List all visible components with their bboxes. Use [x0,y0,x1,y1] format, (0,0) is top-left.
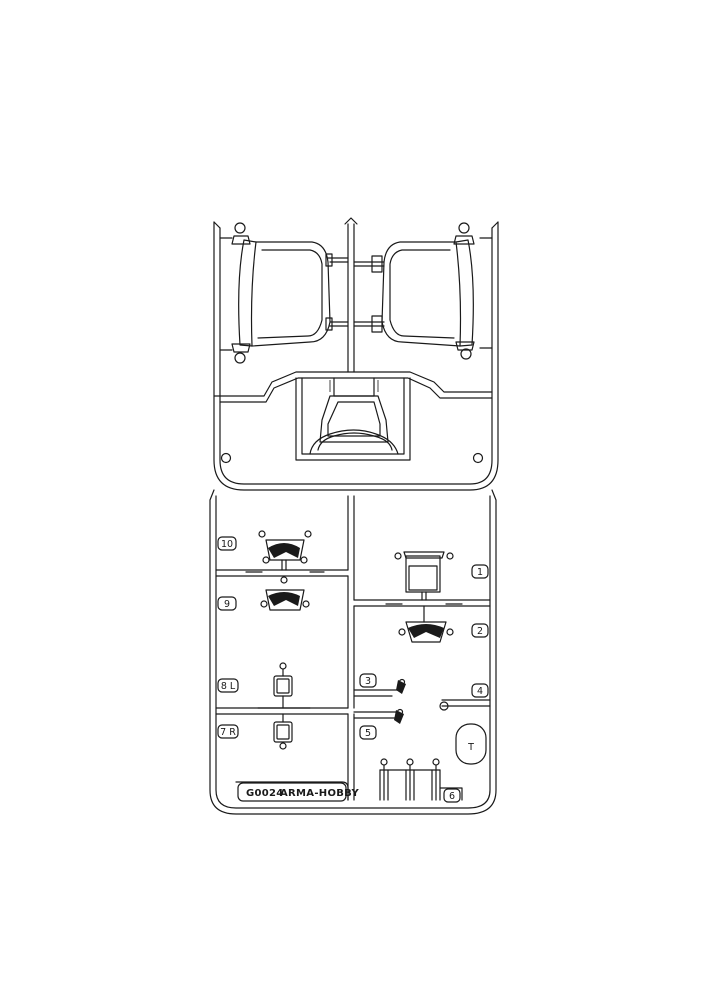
label-5: 5 [359,725,377,740]
gate-t-marker: T [455,723,487,765]
part-2-seat-back [385,603,463,643]
part-9-seat-back [260,576,310,611]
svg-text:3: 3 [365,676,371,687]
svg-text:5: 5 [365,728,371,739]
gate-letter: T [467,742,474,753]
part-1-seat-box [394,551,454,601]
part-number-labels: 10 9 8 L 7 R 1 2 3 4 [217,536,489,803]
part-6-pins [379,758,441,801]
label-2: 2 [471,623,489,638]
svg-text:2: 2 [477,626,483,637]
seat-frame-right [353,222,493,360]
part-7-right-bracket [273,713,293,750]
label-6: 6 [443,788,461,803]
svg-text:10: 10 [221,539,233,550]
svg-text:1: 1 [477,567,483,578]
center-seat-tub [213,371,493,464]
svg-text:4: 4 [477,686,483,697]
sprue-brand: ARMA-HOBBY [280,788,360,799]
label-10: 10 [217,536,237,551]
sprue-frame [209,217,499,815]
part-5-lever [394,708,404,724]
svg-text:9: 9 [224,599,230,610]
label-7R: 7 R [217,724,239,739]
seat-frame-left [219,222,349,364]
part-4-knob [439,701,449,711]
svg-text:7 R: 7 R [220,727,236,738]
label-8L: 8 L [217,678,239,693]
sprue-id-tag: G0024 ARMA-HOBBY [237,782,360,802]
svg-text:8 L: 8 L [221,681,236,692]
label-3: 3 [359,673,377,688]
lower-runners [215,495,491,801]
svg-text:6: 6 [449,791,455,802]
part-3-lever [396,678,406,694]
part-8-left-bracket [257,662,311,709]
label-1: 1 [471,564,489,579]
label-9: 9 [217,596,237,611]
label-4: 4 [471,683,489,698]
sprue-code: G0024 [246,788,284,799]
part-10-seat-back [245,530,325,573]
